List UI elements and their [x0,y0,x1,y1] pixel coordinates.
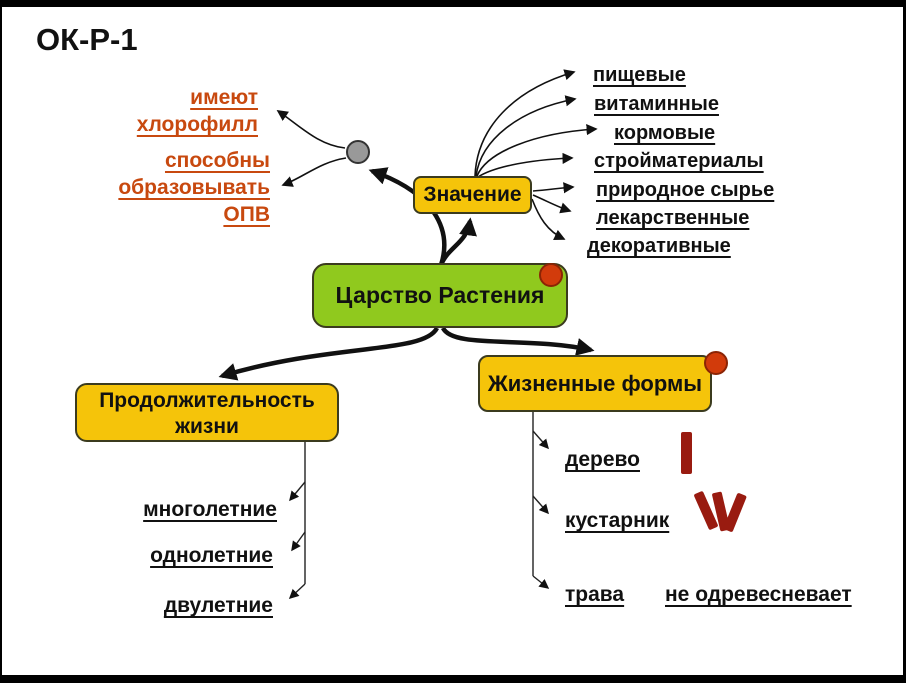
lifespan-item-biennial: двулетние [163,594,273,617]
note-chlorophyll-line1: имеют [190,86,258,109]
gray-circle-connector-icon [346,140,370,164]
node-kingdom-plants: Царство Растения [312,263,568,328]
significance-item-food: пищевые [593,64,686,86]
significance-item-medicinal: лекарственные [596,207,750,229]
significance-item-fodder: кормовые [614,122,716,144]
note-chlorophyll: имеют хлорофилл [98,84,258,138]
arrow-to-vitamin [475,95,577,177]
note-opv: способны образовывать ОПВ [95,147,270,228]
lifeforms-branches [532,412,550,589]
arrow-to-tree [532,430,549,450]
arrow-to-annual [291,531,306,552]
significance-item-vitamin: витаминные [594,93,719,115]
frame-bottom [0,675,906,683]
arrow-hub-to-chlorophyll [276,110,346,149]
significance-fan-arrows [474,69,598,241]
page-title: ОК-Р-1 [36,22,138,57]
arrow-to-food [474,69,576,177]
arrow-to-fodder [476,124,598,177]
note-chlorophyll-line2: хлорофилл [136,113,258,136]
frame-left [0,0,2,683]
red-dot-marker-icon [539,263,563,287]
single-trunk-bar-icon [681,432,692,474]
significance-item-building: стройматериалы [594,150,764,172]
node-lifeforms: Жизненные формы [478,355,712,412]
lifeform-note: не одревесневает [665,583,852,606]
lifeform-item-shrub: кустарник [565,509,670,532]
arrow-to-biennial [288,583,306,600]
arrow-center-to-lifeforms [440,326,595,356]
arrow-to-medicinal [532,194,572,214]
significance-item-decorative: декоративные [587,235,731,257]
red-dot-marker-icon [704,351,728,375]
node-significance: Значение [413,176,532,214]
arrow-to-building [477,152,574,178]
note-opv-line3: ОПВ [223,203,270,226]
arrow-hub-to-opv [281,157,347,187]
arrow-to-grass [532,575,550,589]
node-lifespan-line2: жизни [175,415,239,438]
property-arrows [276,110,347,187]
arrow-to-shrub [532,495,549,515]
lifespan-item-annual: однолетние [150,544,273,567]
arrow-center-to-lifespan [218,326,440,381]
frame-right [903,0,906,683]
lifespan-branches [288,441,306,600]
lifespan-item-perennial: многолетние [143,498,277,521]
arrow-center-to-significance [438,217,477,266]
significance-item-raw: природное сырье [596,179,775,201]
lifeform-item-tree: дерево [565,448,640,471]
arrow-to-perennial [289,481,306,502]
arrow-to-decorative [531,198,566,241]
lifeform-item-grass: трава [565,583,625,606]
frame-top [0,0,906,7]
arrow-to-raw [532,182,575,194]
note-opv-line2: образовывать [118,176,270,199]
node-lifespan: Продолжительность жизни [75,383,339,442]
node-lifespan-line1: Продолжительность [99,389,315,412]
note-opv-line1: способны [164,149,270,172]
